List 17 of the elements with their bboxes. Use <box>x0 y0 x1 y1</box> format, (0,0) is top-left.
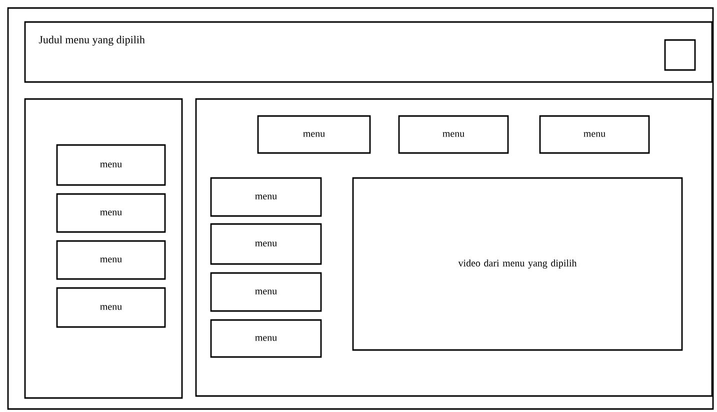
side-panel <box>24 98 183 399</box>
menu-button: menu <box>210 272 322 312</box>
menu-button: menu <box>210 319 322 358</box>
content-panel <box>195 98 713 397</box>
close-button <box>664 39 696 71</box>
video-area: video dari menu yang dipilih <box>352 177 683 351</box>
menu-button: menu <box>257 115 371 154</box>
menu-button: menu <box>210 177 322 217</box>
window-frame <box>7 7 714 410</box>
menu-button: menu <box>56 287 166 328</box>
menu-button: menu <box>210 223 322 265</box>
menu-button: menu <box>56 240 166 280</box>
menu-button: menu <box>398 115 509 154</box>
menu-button: menu <box>56 193 166 233</box>
menu-button: menu <box>56 144 166 186</box>
header-bar: Judul menu yang dipilih <box>24 21 713 83</box>
menu-button: menu <box>539 115 650 154</box>
